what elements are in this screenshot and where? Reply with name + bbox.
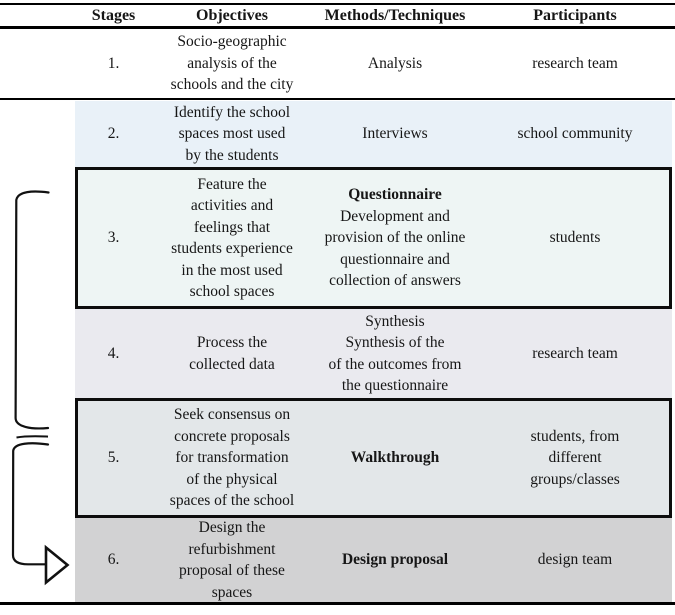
method-title: Walkthrough: [350, 449, 440, 467]
table-row-stage-1: 1. Socio-geographic analysis of the scho…: [75, 29, 672, 98]
iteration-bracket-top-tail: [16, 435, 49, 439]
header-objectives: Objectives: [196, 7, 268, 24]
objective-cell: Feature the activities and feelings that…: [171, 175, 293, 301]
method-desc: Synthesis Synthesis of the of the outcom…: [328, 312, 462, 395]
table-bottom-rule: [0, 602, 675, 605]
table-row-stage-3-boxed: 3. Feature the activities and feelings t…: [75, 167, 672, 309]
table-row-stage-4: 4. Process the collected data Synthesis …: [75, 309, 672, 398]
method-desc: Development and provision of the online …: [324, 207, 466, 290]
method-desc: Analysis: [367, 54, 423, 72]
table-top-rule: [0, 3, 675, 5]
flow-arrow-icon: [44, 544, 70, 586]
row1-bottom-rule: [0, 98, 675, 100]
method-cell: Interviews: [312, 101, 478, 167]
header-stages: Stages: [91, 7, 136, 24]
participants-cell: school community: [517, 125, 633, 143]
method-cell: Walkthrough: [312, 398, 478, 518]
method-cell: Analysis: [312, 29, 478, 98]
stage-number: 6.: [107, 551, 120, 569]
header-methods: Methods/Techniques: [324, 7, 466, 24]
objective-cell: Process the collected data: [189, 334, 275, 373]
stage-number: 4.: [107, 344, 120, 362]
table-header-row: Stages Objectives Methods/Techniques Par…: [75, 6, 672, 26]
objective-cell: Socio-geographic analysis of the schools…: [170, 33, 294, 94]
iteration-bracket-top: [14, 190, 50, 430]
header-bottom-rule: [0, 26, 675, 29]
iteration-bracket-bottom: [11, 442, 50, 566]
objective-cell: Identify the school spaces most used by …: [173, 103, 291, 164]
participants-cell: research team: [532, 54, 618, 72]
header-participants: Participants: [533, 7, 617, 24]
method-title: Design proposal: [341, 551, 449, 569]
method-desc: Interviews: [362, 125, 428, 143]
participants-cell: students: [549, 229, 601, 247]
method-cell: Questionnaire Development and provision …: [312, 167, 478, 309]
objective-cell: Design the refurbishment proposal of the…: [179, 519, 285, 601]
stage-number: 3.: [107, 229, 120, 247]
method-cell: Design proposal: [312, 518, 478, 602]
objective-cell: Seek consensus on concrete proposals for…: [169, 406, 295, 510]
table-row-stage-5-boxed: 5. Seek consensus on concrete proposals …: [75, 398, 672, 518]
stage-number: 1.: [107, 54, 120, 72]
method-title: Questionnaire: [348, 186, 442, 204]
participants-cell: research team: [532, 344, 618, 362]
stage-number: 5.: [107, 449, 120, 467]
stage-number: 2.: [107, 125, 120, 143]
table-row-stage-2: 2. Identify the school spaces most used …: [75, 101, 672, 167]
participants-cell: students, from different groups/classes: [530, 427, 620, 488]
method-cell: Synthesis Synthesis of the of the outcom…: [312, 309, 478, 398]
table-row-stage-6: 6. Design the refurbishment proposal of …: [75, 518, 672, 602]
participants-cell: design team: [537, 551, 613, 569]
